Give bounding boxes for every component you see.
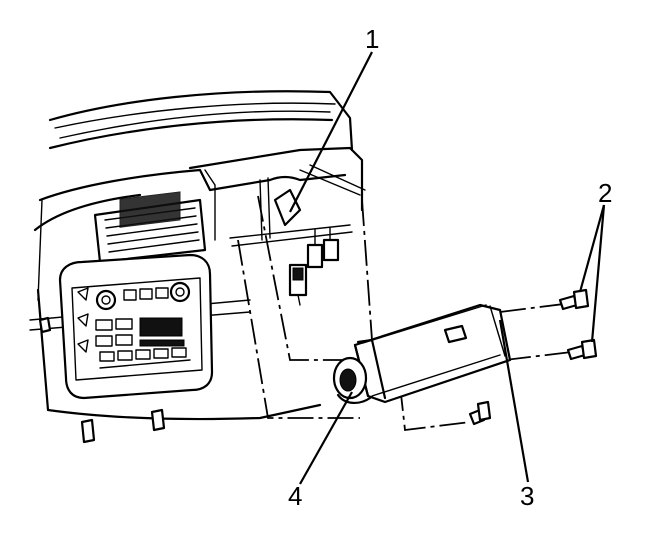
leader-2a [578, 204, 606, 293]
callout-labels: 1 2 3 4 [288, 24, 612, 511]
airbag-module-connector [332, 356, 372, 404]
callout-4: 4 [288, 481, 302, 511]
lower-bolt [566, 338, 598, 361]
center-air-vent [93, 191, 207, 264]
callout-3: 3 [520, 481, 534, 511]
bottom-bolt [468, 400, 492, 426]
instrument-panel [29, 90, 354, 444]
callout-2: 2 [598, 178, 612, 208]
passenger-airbag-cavity [188, 146, 366, 306]
leader-2b [590, 204, 606, 343]
wiring-harness-connector [288, 227, 340, 306]
leader-4 [299, 391, 353, 485]
leader-1 [289, 51, 373, 213]
alignment-lines [237, 195, 589, 432]
callout-1: 1 [365, 24, 379, 54]
leader-lines [289, 51, 606, 485]
leader-3 [498, 319, 530, 483]
radio-head-unit [58, 253, 214, 400]
upper-bolt [558, 288, 590, 311]
mounting-bolts [468, 288, 598, 426]
passenger-airbag-module [353, 303, 512, 404]
